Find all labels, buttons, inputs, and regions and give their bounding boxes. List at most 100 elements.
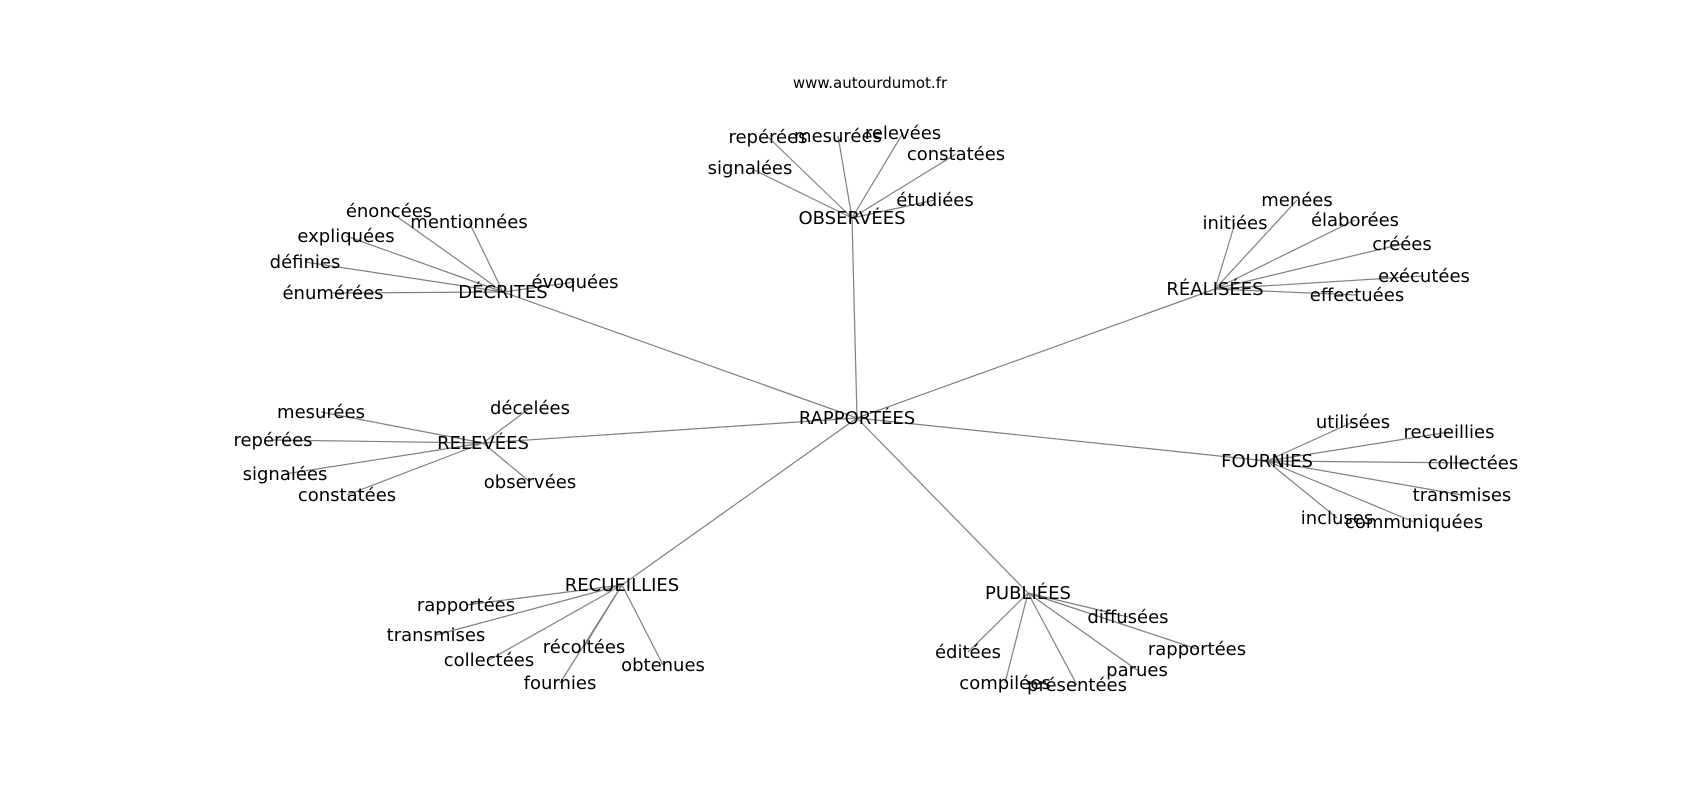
leaf-node-fournies[interactable]: recueillies <box>1404 422 1495 443</box>
edge-center-relevees <box>482 417 858 444</box>
leaf-node-decrites[interactable]: mentionnées <box>410 212 527 233</box>
leaf-node-publiees[interactable]: rapportées <box>1148 639 1246 660</box>
edge-publiees-3 <box>1027 592 1138 671</box>
edge-fournies-4 <box>1266 460 1338 519</box>
edge-center-fournies <box>856 417 1268 462</box>
leaf-node-fournies[interactable]: incluses <box>1301 508 1374 529</box>
leaf-node-fournies[interactable]: communiquées <box>1345 512 1483 533</box>
edge-fournies-1 <box>1266 431 1450 462</box>
edge-fournies-0 <box>1266 421 1354 462</box>
hub-node-realisees[interactable]: RÉALISÉES <box>1166 278 1263 300</box>
leaf-node-relevees[interactable]: décelées <box>490 398 570 419</box>
edge-realisees-2 <box>1214 219 1356 290</box>
edge-decrites-2 <box>345 235 504 293</box>
edge-observees-4 <box>749 167 853 219</box>
graph-edges <box>272 132 1474 686</box>
edge-decrites-0 <box>388 210 504 293</box>
edge-publiees-5 <box>1027 592 1078 686</box>
hub-node-relevees[interactable]: RELEVÉES <box>437 432 529 454</box>
edge-realisees-1 <box>1214 222 1236 290</box>
edge-realisees-0 <box>1214 199 1298 290</box>
leaf-node-relevees[interactable]: observées <box>484 472 576 493</box>
edge-fournies-5 <box>1266 460 1415 523</box>
edge-center-decrites <box>502 291 858 419</box>
leaf-node-observees[interactable]: étudiées <box>896 190 974 211</box>
edge-recueillies-2 <box>488 584 623 661</box>
edge-publiees-2 <box>1027 592 1198 650</box>
leaf-node-relevees[interactable]: constatées <box>298 485 396 506</box>
leaf-node-relevees[interactable]: repérées <box>233 430 312 451</box>
hub-node-recueillies[interactable]: RECUEILLIES <box>565 575 679 596</box>
center-node-label[interactable]: RAPPORTÉES <box>799 407 915 429</box>
leaf-node-decrites[interactable]: énumérées <box>282 283 383 304</box>
edge-center-recueillies <box>621 417 858 586</box>
edge-center-publiees <box>856 417 1029 594</box>
edge-realisees-5 <box>1214 288 1358 296</box>
leaf-node-fournies[interactable]: collectées <box>1428 453 1518 474</box>
leaf-node-publiees[interactable]: parues <box>1106 660 1168 681</box>
leaf-node-realisees[interactable]: exécutées <box>1378 266 1470 287</box>
leaf-node-realisees[interactable]: menées <box>1261 190 1333 211</box>
edge-center-realisees <box>856 288 1216 419</box>
leaf-node-publiees[interactable]: compilées <box>959 673 1050 694</box>
edge-observees-1 <box>837 135 853 219</box>
edge-decrites-5 <box>502 281 576 293</box>
hub-node-publiees[interactable]: PUBLIÉES <box>985 582 1071 604</box>
hub-node-fournies[interactable]: FOURNIES <box>1221 451 1313 472</box>
edge-decrites-4 <box>332 291 504 294</box>
leaf-node-realisees[interactable]: créées <box>1372 234 1432 255</box>
edge-relevees-3 <box>284 442 484 475</box>
leaf-node-fournies[interactable]: utilisées <box>1316 412 1390 433</box>
hub-node-decrites[interactable]: DÉCRITES <box>458 281 547 303</box>
leaf-node-recueillies[interactable]: rapportées <box>417 595 515 616</box>
edge-recueillies-0 <box>465 584 623 606</box>
edge-recueillies-4 <box>621 584 664 666</box>
hub-node-observees[interactable]: OBSERVÉES <box>798 207 905 229</box>
leaf-node-observees[interactable]: constatées <box>907 144 1005 165</box>
leaf-node-recueillies[interactable]: récoltées <box>543 637 626 658</box>
leaf-node-observees[interactable]: repérées <box>728 127 807 148</box>
leaf-node-decrites[interactable]: énoncées <box>346 201 432 222</box>
edge-publiees-4 <box>1004 592 1029 684</box>
leaf-node-realisees[interactable]: initiées <box>1203 213 1268 234</box>
leaf-node-publiees[interactable]: présentées <box>1027 675 1127 696</box>
edge-observees-5 <box>851 199 936 219</box>
leaf-node-observees[interactable]: mesurées <box>794 126 882 147</box>
edge-relevees-2 <box>272 439 484 444</box>
edge-recueillies-5 <box>559 584 623 684</box>
edge-fournies-2 <box>1266 460 1474 464</box>
leaf-node-relevees[interactable]: signalées <box>243 464 328 485</box>
graph-labels: RAPPORTÉESOBSERVÉESrepéréesmesuréesrelev… <box>233 123 1518 696</box>
leaf-node-decrites[interactable]: expliquées <box>297 226 394 247</box>
edge-relevees-0 <box>320 411 484 444</box>
edge-decrites-1 <box>468 221 504 293</box>
edge-realisees-4 <box>1214 275 1425 290</box>
edge-relevees-5 <box>482 442 531 483</box>
leaf-node-relevees[interactable]: mesurées <box>277 402 365 423</box>
leaf-node-realisees[interactable]: effectuées <box>1310 285 1404 306</box>
leaf-node-observees[interactable]: relevées <box>865 123 941 144</box>
leaf-node-decrites[interactable]: évoquées <box>531 272 618 293</box>
leaf-node-recueillies[interactable]: collectées <box>444 650 534 671</box>
edge-recueillies-1 <box>435 584 623 636</box>
leaf-node-publiees[interactable]: diffusées <box>1087 607 1168 628</box>
leaf-node-recueillies[interactable]: obtenues <box>621 655 705 676</box>
watermark-text: www.autourdumot.fr <box>793 74 948 92</box>
edge-fournies-3 <box>1266 460 1463 496</box>
edge-observees-0 <box>767 136 853 219</box>
leaf-node-decrites[interactable]: définies <box>270 252 341 273</box>
edge-center-observees <box>851 217 858 419</box>
edge-realisees-3 <box>1214 243 1403 290</box>
leaf-node-observees[interactable]: signalées <box>708 158 793 179</box>
edge-publiees-1 <box>967 592 1029 653</box>
leaf-node-fournies[interactable]: transmises <box>1413 485 1512 506</box>
leaf-node-realisees[interactable]: élaborées <box>1311 210 1399 231</box>
edge-decrites-3 <box>304 261 504 293</box>
leaf-node-recueillies[interactable]: transmises <box>387 625 486 646</box>
edge-observees-3 <box>851 153 957 219</box>
leaf-node-recueillies[interactable]: fournies <box>524 673 597 694</box>
edge-publiees-0 <box>1027 592 1129 618</box>
edge-observees-2 <box>851 132 904 219</box>
leaf-node-publiees[interactable]: éditées <box>935 642 1001 663</box>
